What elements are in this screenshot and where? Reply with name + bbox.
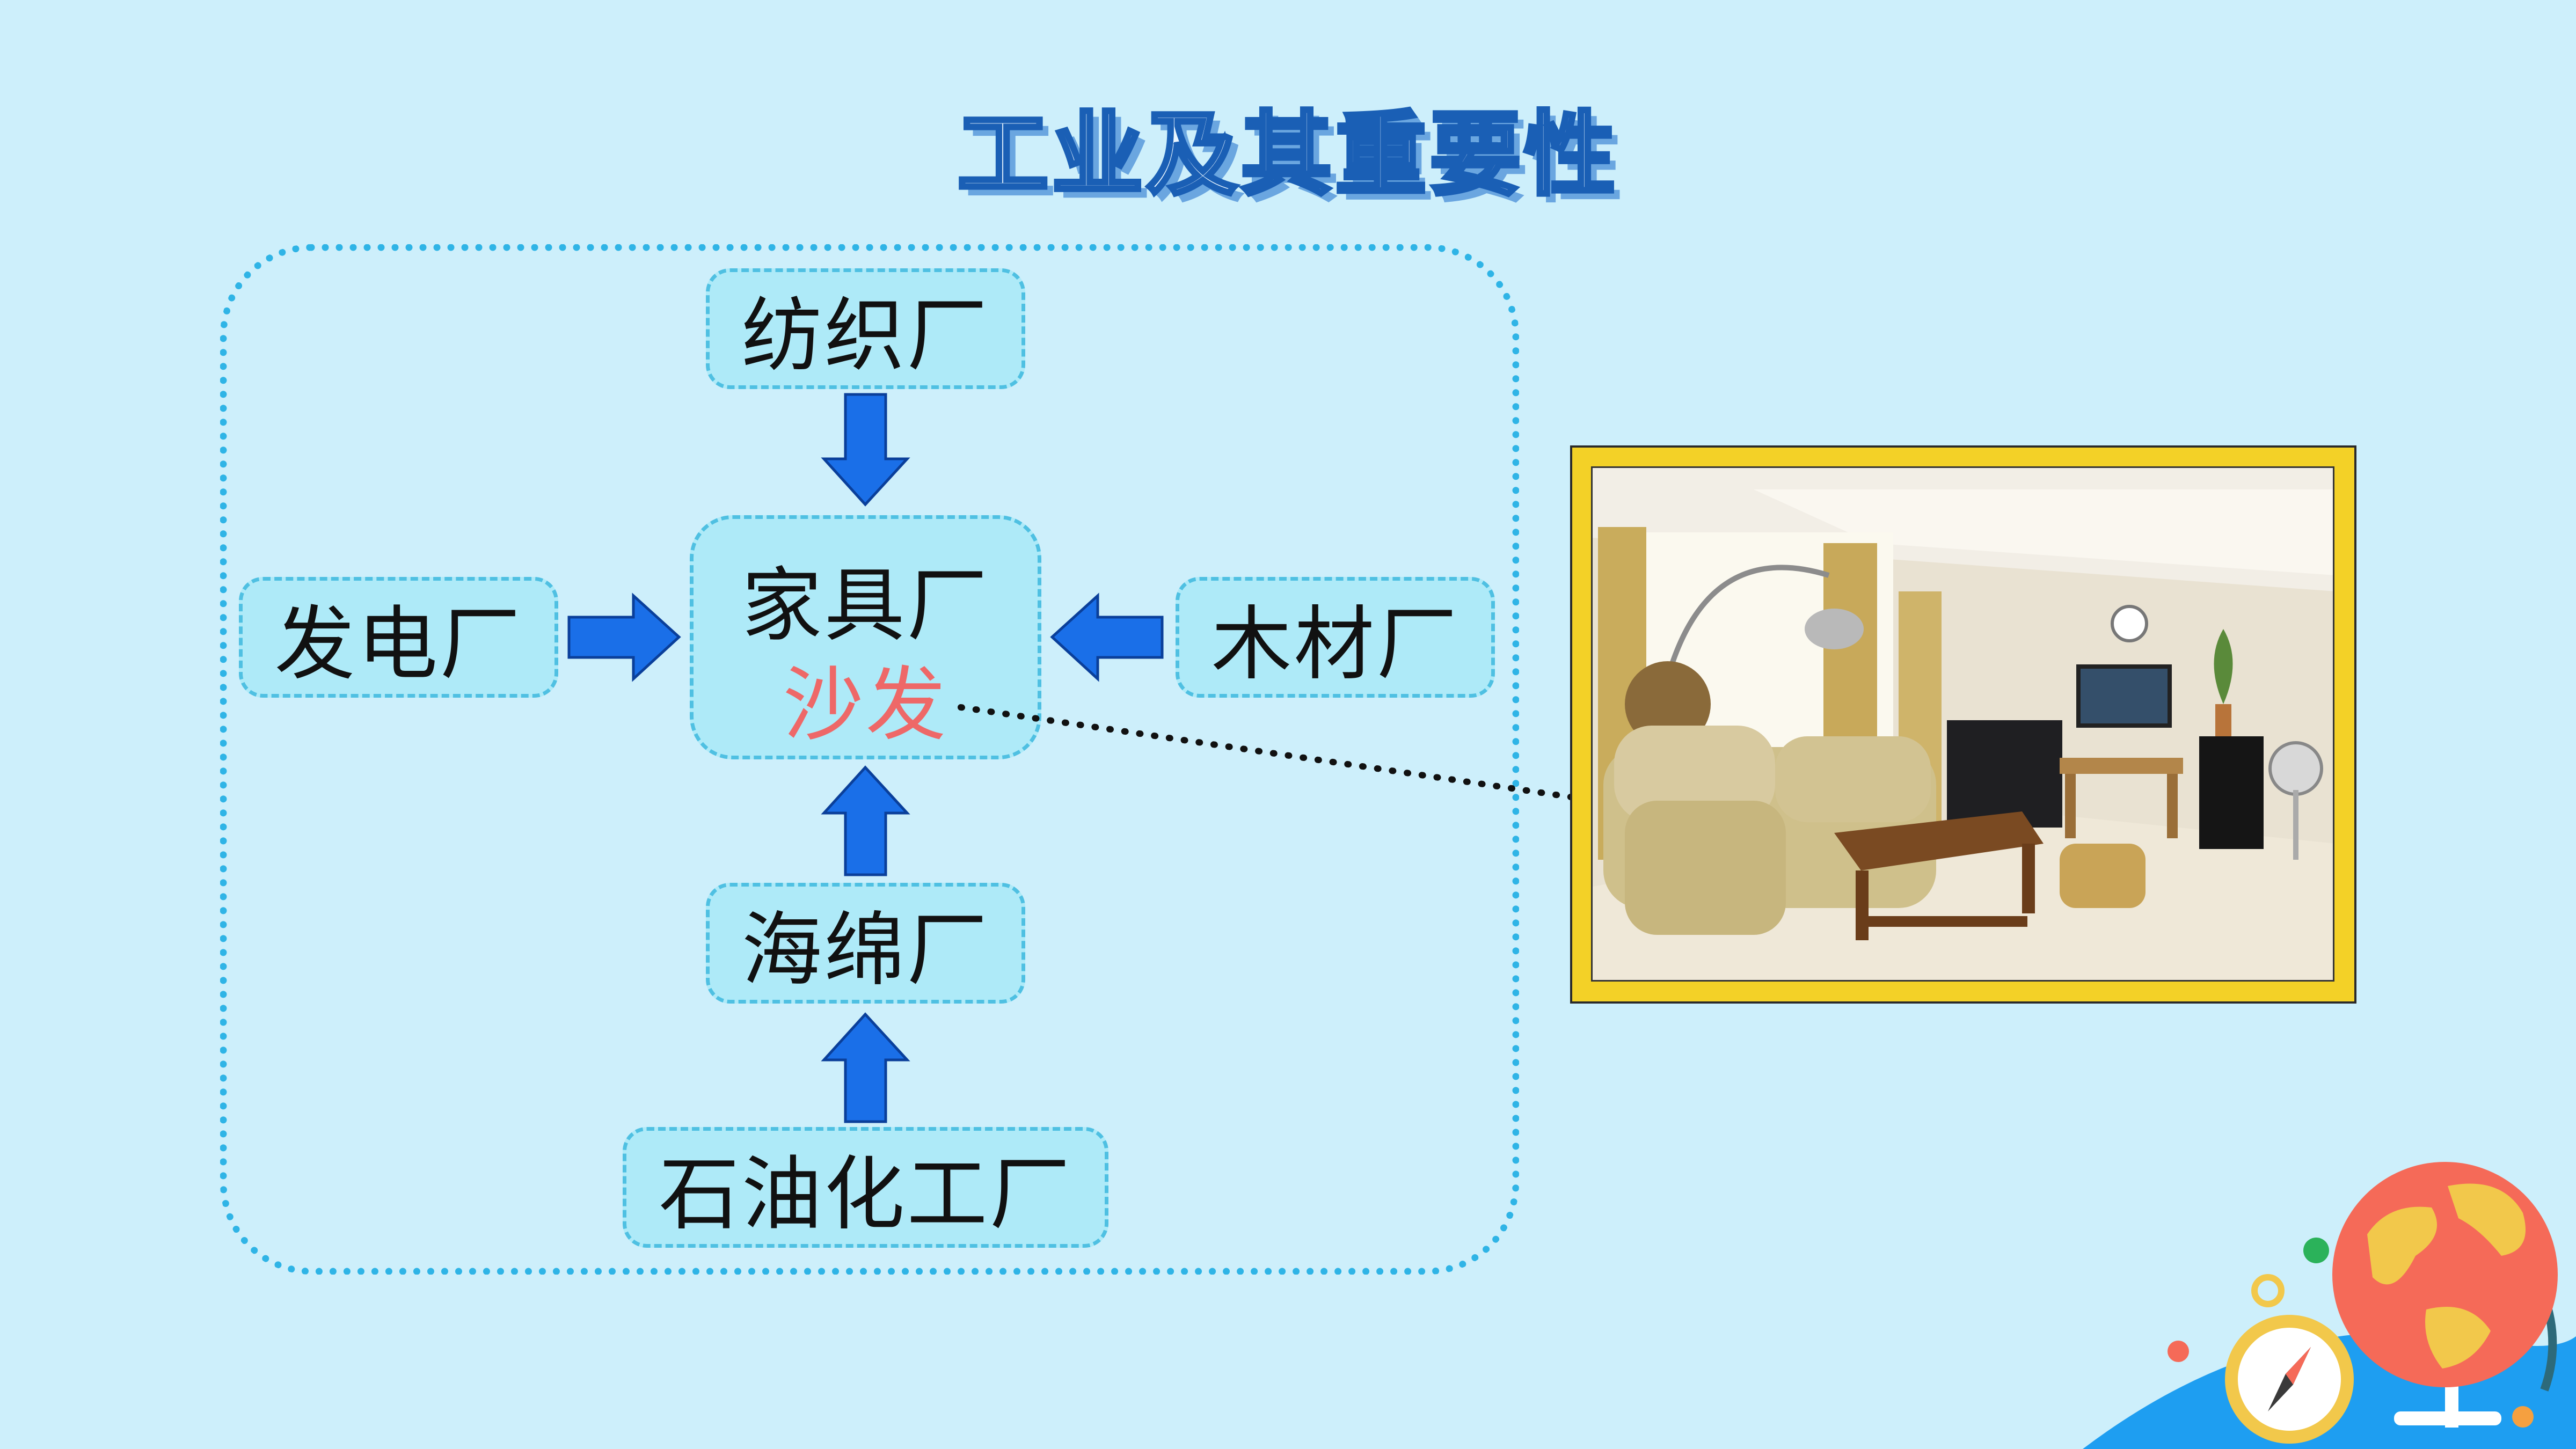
compass-icon — [2225, 1274, 2354, 1444]
node-power: 发电厂 — [239, 577, 558, 698]
node-sponge-label: 海绵厂 — [741, 904, 990, 997]
living-room-illustration — [1593, 468, 2333, 980]
arrow-power-to-furniture — [567, 592, 681, 682]
slide-title: 工业及其重要性 — [955, 100, 1619, 210]
node-petrochemical-label: 石油化工厂 — [659, 1148, 1072, 1241]
arrow-textile-to-furniture — [821, 393, 910, 507]
arrow-petrochemical-to-sponge — [821, 1012, 910, 1123]
node-textile-label: 纺织厂 — [741, 289, 990, 383]
node-furniture-label: 家具厂 — [741, 559, 990, 653]
node-sponge: 海绵厂 — [706, 883, 1025, 1004]
node-textile: 纺织厂 — [706, 268, 1025, 389]
photo-frame — [1570, 445, 2356, 1004]
node-wood: 木材厂 — [1176, 577, 1495, 698]
node-sofa-label: 沙发 — [783, 658, 948, 752]
diagram-boundary — [220, 244, 1519, 1275]
sofa-pointer-line — [958, 704, 1694, 818]
node-power-label: 发电厂 — [274, 598, 523, 691]
decor-dot-orange — [2512, 1406, 2534, 1428]
node-wood-label: 木材厂 — [1211, 598, 1460, 691]
node-furniture: 家具厂 沙发 — [690, 515, 1041, 759]
arrow-sponge-to-furniture — [821, 765, 910, 876]
living-room-photo — [1591, 466, 2334, 982]
globe-icon — [2332, 1162, 2558, 1428]
decor-dot-red — [2168, 1341, 2189, 1362]
node-petrochemical: 石油化工厂 — [623, 1127, 1108, 1248]
arrow-wood-to-furniture — [1050, 592, 1164, 682]
decor-dot-green — [2303, 1238, 2329, 1263]
